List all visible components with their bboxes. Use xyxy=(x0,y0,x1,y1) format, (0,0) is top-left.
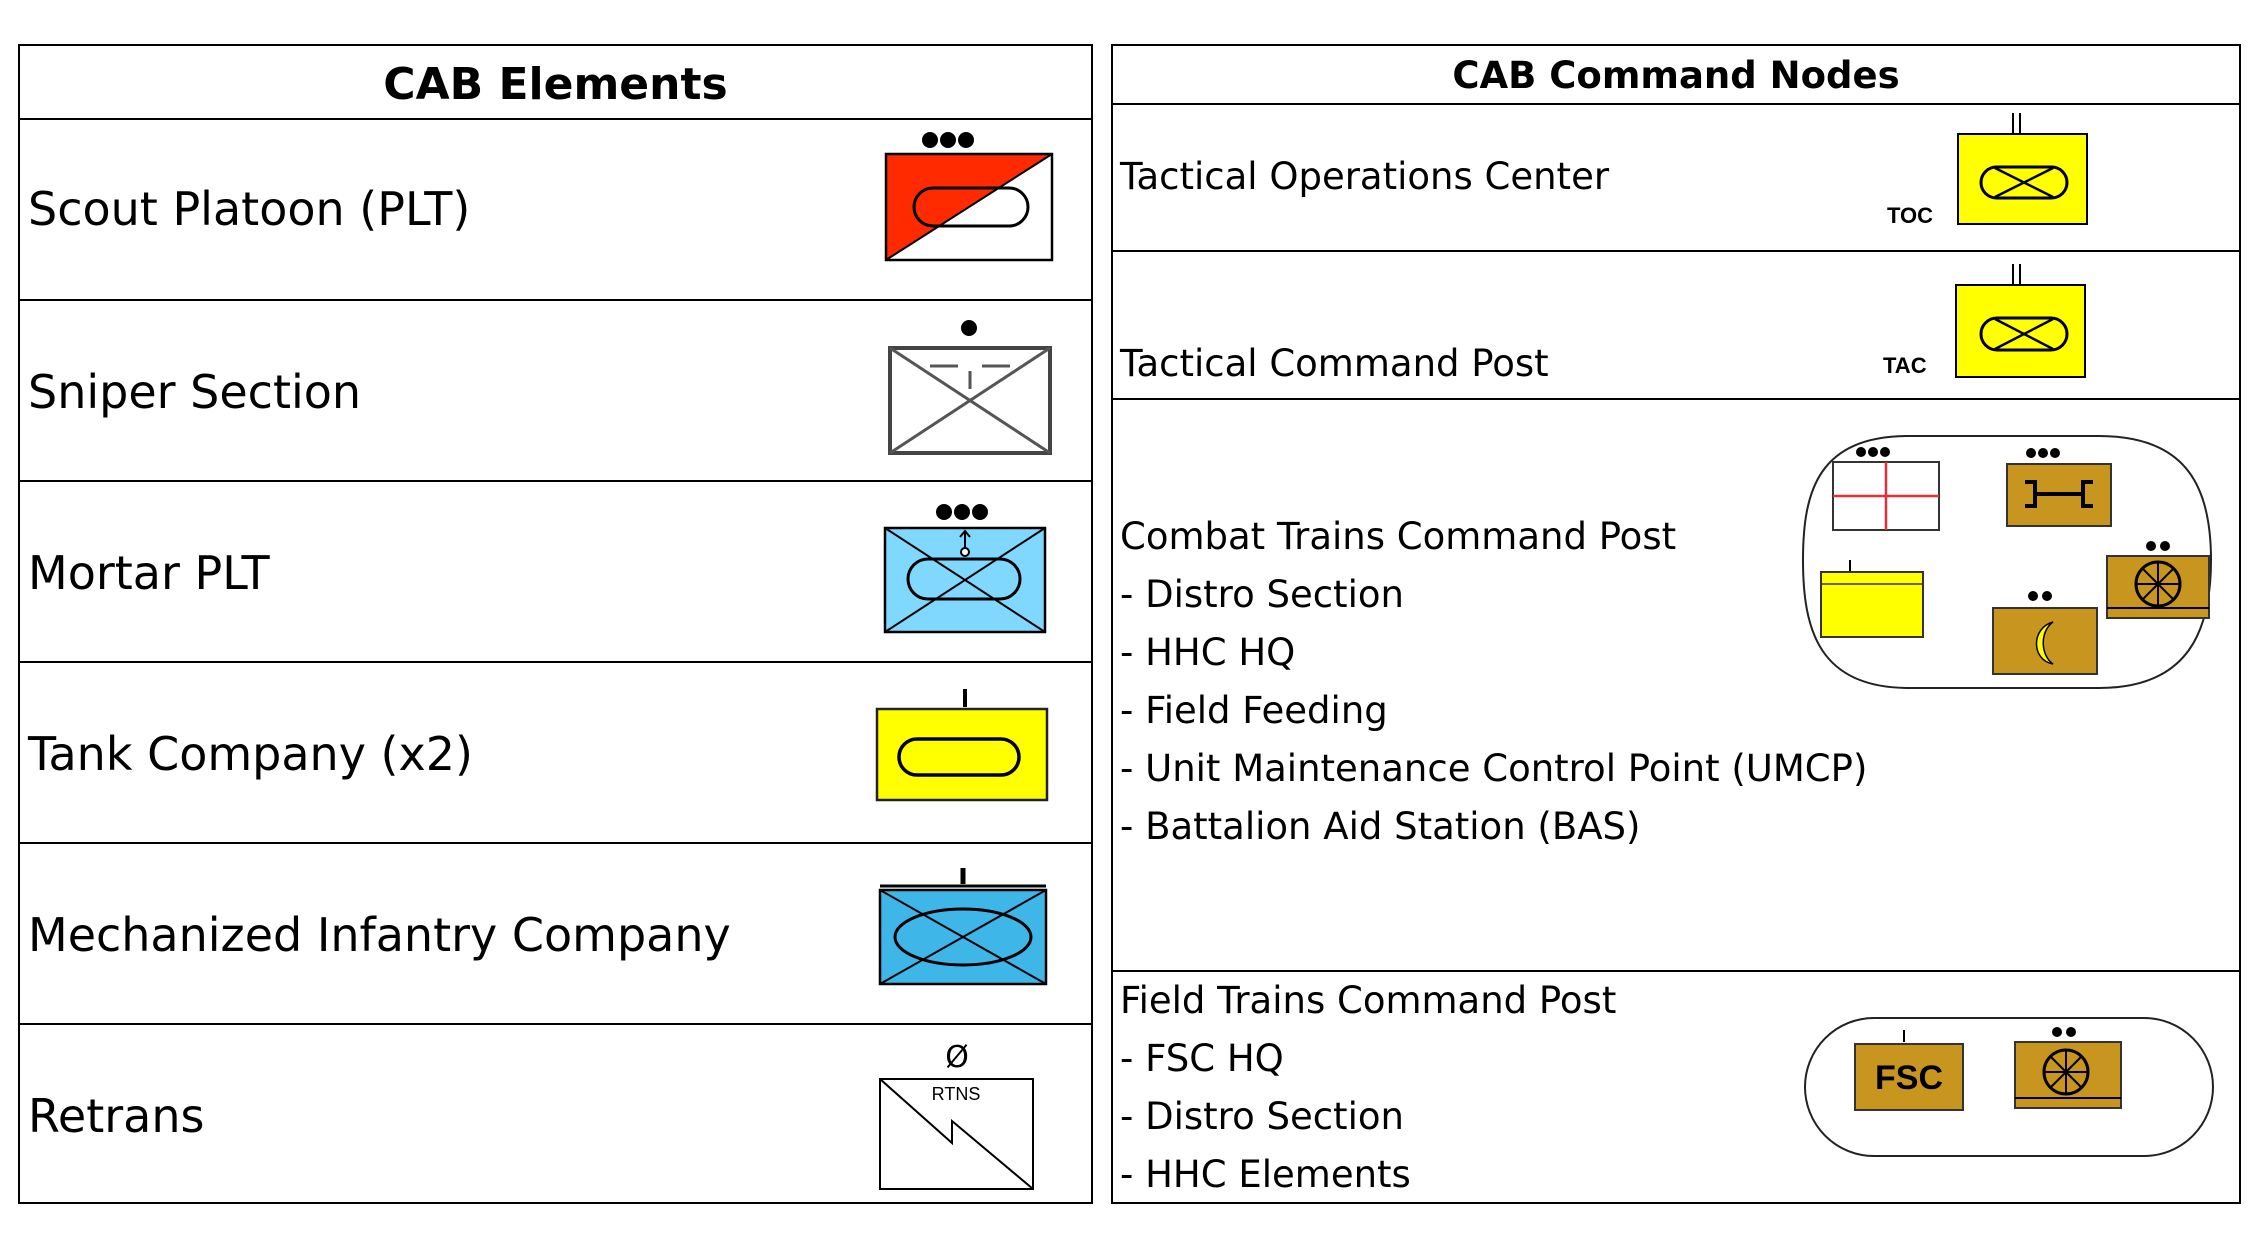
cab-elements-panel: CAB Elements Scout Platoon (PLT) Sniper … xyxy=(18,44,1093,1204)
ctcp-title: Combat Trains Command Post xyxy=(1120,515,1677,558)
node-row-ctcp: Combat Trains Command Post - Distro Sect… xyxy=(1113,400,2239,972)
node-row-ftcp: Field Trains Command Post - FSC HQ - Dis… xyxy=(1113,972,2239,1204)
element-label: Mechanized Infantry Company xyxy=(28,908,731,962)
mortar-platoon-icon xyxy=(883,504,1047,634)
cab-command-nodes-panel: CAB Command Nodes Tactical Operations Ce… xyxy=(1111,44,2241,1204)
element-label: Tank Company (x2) xyxy=(28,727,473,781)
ctcp-list: Combat Trains Command Post - Distro Sect… xyxy=(1120,508,1867,856)
element-label: Mortar PLT xyxy=(28,546,270,600)
ftcp-grouping-icon: FSC xyxy=(1804,1017,2214,1157)
element-label: Sniper Section xyxy=(28,365,362,419)
mech-infantry-icon xyxy=(878,868,1048,986)
tac-caption: TAC xyxy=(1883,353,1927,378)
scout-platoon-icon xyxy=(884,132,1054,262)
ftcp-item: - Distro Section xyxy=(1120,1095,1404,1138)
panel-title: CAB Elements xyxy=(20,46,1091,120)
tank-company-icon xyxy=(875,689,1049,802)
retrans-glyph: Ø xyxy=(945,1040,969,1075)
ctcp-item: - Distro Section xyxy=(1120,573,1404,616)
ctcp-item: - Unit Maintenance Control Point (UMCP) xyxy=(1120,747,1868,790)
panel-title: CAB Command Nodes xyxy=(1113,46,2239,105)
element-row-mech-infantry: Mechanized Infantry Company xyxy=(20,844,1091,1025)
maintenance-icon xyxy=(2006,448,2112,527)
ctcp-item: - HHC HQ xyxy=(1120,631,1296,674)
fsc-text: FSC xyxy=(1875,1059,1943,1097)
medical-icon xyxy=(1832,447,1940,531)
toc-label: Tactical Operations Center xyxy=(1120,155,1610,198)
hq-icon xyxy=(1820,560,1924,638)
toc-caption: TOC xyxy=(1887,203,1934,228)
field-feeding-icon xyxy=(1992,591,2098,675)
ctcp-item: - Field Feeding xyxy=(1120,689,1388,732)
ftcp-list: Field Trains Command Post - FSC HQ - Dis… xyxy=(1120,972,1616,1204)
ftcp-item: - HHC Elements xyxy=(1120,1153,1411,1196)
node-row-toc: Tactical Operations Center TOC xyxy=(1113,105,2239,252)
retrans-icon: Ø RTNS xyxy=(879,1040,1034,1190)
element-row-sniper-section: Sniper Section xyxy=(20,301,1091,482)
ctcp-item: - Battalion Aid Station (BAS) xyxy=(1120,805,1641,848)
element-row-tank-company: Tank Company (x2) xyxy=(20,663,1091,844)
distro-icon xyxy=(2106,541,2210,619)
tac-label: Tactical Command Post xyxy=(1120,342,1549,385)
element-label: Scout Platoon (PLT) xyxy=(28,182,471,236)
ftcp-title: Field Trains Command Post xyxy=(1120,979,1617,1022)
toc-symbol-icon xyxy=(1957,113,2088,225)
fsc-icon: FSC xyxy=(1854,1030,1964,1111)
ftcp-item: - FSC HQ xyxy=(1120,1037,1284,1080)
distro-icon xyxy=(2014,1027,2122,1109)
sniper-section-icon xyxy=(888,320,1052,455)
node-row-tac: Tactical Command Post TAC xyxy=(1113,252,2239,400)
retrans-caption: RTNS xyxy=(932,1084,981,1104)
element-row-retrans: Retrans Ø RTNS xyxy=(20,1025,1091,1204)
element-row-scout-platoon: Scout Platoon (PLT) xyxy=(20,120,1091,301)
element-label: Retrans xyxy=(28,1089,205,1143)
element-row-mortar-plt: Mortar PLT xyxy=(20,482,1091,663)
tac-symbol-icon xyxy=(1955,264,2086,378)
ctcp-grouping-icon xyxy=(1801,435,2213,689)
